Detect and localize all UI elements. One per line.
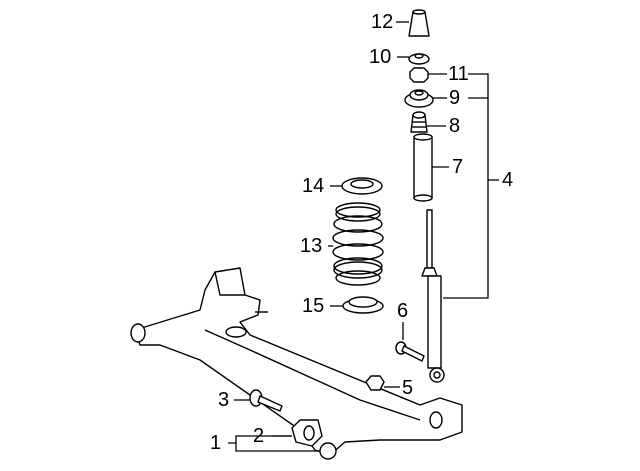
callout-5: 5 (402, 377, 414, 399)
part-2-bushing (291, 419, 323, 447)
part-10-nut (408, 53, 430, 65)
callout-12: 12 (371, 11, 394, 33)
callout-8: 8 (449, 115, 461, 137)
callout-9: 9 (449, 87, 461, 109)
callout-4: 4 (502, 169, 514, 191)
callout-13: 13 (300, 235, 323, 257)
callout-10: 10 (369, 46, 392, 68)
callout-3: 3 (218, 389, 230, 411)
callout-11: 11 (448, 63, 469, 85)
part-12-cover (408, 9, 430, 37)
part-9-mount (404, 89, 434, 108)
callout-14: 14 (302, 175, 325, 197)
part-13-spring (332, 202, 384, 286)
axle-bushing-end (319, 442, 337, 460)
part-4-shock (421, 209, 445, 383)
callout-1: 1 (210, 432, 222, 454)
callout-2: 2 (253, 425, 265, 447)
callout-15: 15 (302, 295, 325, 317)
part-6-bolt (395, 341, 425, 362)
part-1-axle-beam (130, 267, 463, 456)
part-15-insulator (342, 296, 384, 314)
part-14-insulator (341, 177, 383, 195)
bracket-4 (443, 73, 489, 299)
part-3-bolt (249, 389, 283, 412)
callout-7: 7 (452, 156, 464, 178)
part-8-bumpstop (410, 111, 428, 133)
part-11-nut (409, 67, 429, 83)
part-7-boot (413, 133, 433, 202)
part-5-nut (365, 375, 385, 391)
callout-6: 6 (397, 300, 409, 322)
